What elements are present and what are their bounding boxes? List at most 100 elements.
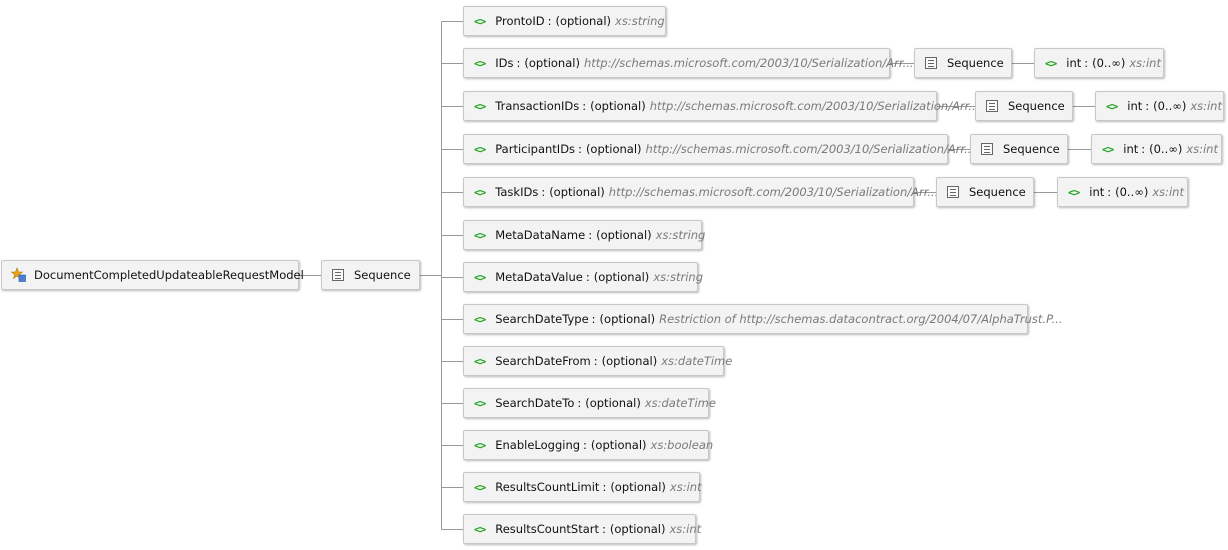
element-occurrence: (optional) — [524, 56, 580, 70]
root-type-name: DocumentCompletedUpdateableRequestModel — [34, 268, 304, 282]
element-type: http://schemas.microsoft.com/2003/10/Ser… — [583, 56, 914, 70]
element-occurrence: (optional) — [599, 312, 656, 326]
item-type: xs:int — [1186, 142, 1218, 156]
element-type: xs:int — [669, 480, 702, 494]
child-sequence-node[interactable]: Sequence — [936, 177, 1034, 207]
element-occurrence: (optional) — [585, 142, 642, 156]
element-icon: <> — [1106, 99, 1118, 113]
separator-colon: : — [1084, 56, 1089, 70]
child-item-node[interactable]: <>int:(0..∞)xs:int — [1057, 177, 1188, 207]
separator-colon: : — [578, 142, 582, 156]
element-icon: <> — [474, 228, 486, 242]
child-item-node[interactable]: <> int:(0..∞)xs:int — [1091, 134, 1222, 164]
element-name: SearchDateFrom — [495, 354, 591, 368]
element-occurrence: (optional) — [585, 396, 641, 410]
element-occurrence: (optional) — [549, 185, 605, 199]
element-icon: <> — [474, 480, 486, 494]
item-name: int — [1123, 142, 1139, 156]
element-type: xs:string — [653, 270, 703, 284]
separator-colon: : — [1145, 99, 1150, 113]
sequence-icon — [981, 143, 993, 155]
element-name: ResultsCountLimit — [495, 480, 600, 494]
item-occurrence: (0..∞) — [1149, 142, 1183, 156]
element-icon: <> — [474, 56, 486, 70]
element-icon: <> — [1102, 142, 1114, 156]
element-occurrence: (optional) — [596, 228, 652, 242]
element-icon: <> — [474, 270, 486, 284]
element-node-metadatavalue[interactable]: <>MetaDataValue:(optional)xs:string — [463, 262, 703, 292]
item-name: int — [1127, 99, 1143, 113]
complex-type-icon — [10, 267, 26, 282]
element-name: ResultsCountStart — [495, 522, 600, 536]
element-node-transactionids[interactable]: <>TransactionIDs:(optional)http://schema… — [463, 91, 979, 121]
element-occurrence: (optional) — [590, 438, 647, 452]
element-icon: <> — [474, 185, 486, 199]
root-type-node[interactable]: DocumentCompletedUpdateableRequestModel — [1, 260, 304, 290]
element-icon: <> — [474, 142, 486, 156]
element-node-resultscountstart[interactable]: <>ResultsCountStart:(optional)xs:int — [463, 514, 701, 544]
separator-colon: : — [583, 438, 587, 452]
element-node-searchdatefrom[interactable]: <>SearchDateFrom:(optional)xs:dateTime — [463, 346, 732, 376]
element-icon: <> — [1068, 185, 1080, 199]
element-icon: <> — [474, 312, 486, 326]
separator-colon: : — [602, 480, 607, 494]
sequence-label: Sequence — [969, 185, 1026, 199]
element-occurrence: (optional) — [555, 14, 612, 28]
item-type: xs:int — [1129, 56, 1161, 70]
element-node-searchdateto[interactable]: <>SearchDateTo:(optional)xs:dateTime — [463, 388, 716, 418]
element-type: http://schemas.microsoft.com/2003/10/Ser… — [649, 99, 980, 113]
element-occurrence: (optional) — [601, 354, 658, 368]
element-node-prontoid[interactable]: <>ProntoID:(optional)xs:string — [463, 6, 666, 36]
element-icon: <> — [474, 99, 486, 113]
element-icon: <> — [474, 438, 486, 452]
child-item-node[interactable]: <>int:(0..∞)xs:int — [1034, 48, 1164, 78]
element-name: IDs — [495, 56, 514, 70]
element-node-participantids[interactable]: <> ParticipantIDs:(optional)http://schema… — [463, 134, 975, 164]
separator-colon: : — [1141, 142, 1146, 156]
main-sequence-node[interactable]: Sequence — [321, 260, 420, 290]
separator-colon: : — [593, 354, 598, 368]
element-name: MetaDataName — [495, 228, 586, 242]
separator-colon: : — [602, 522, 606, 536]
element-name: ParticipantIDs — [495, 142, 576, 156]
item-type: xs:int — [1190, 99, 1222, 113]
element-name: SearchDateTo — [495, 396, 575, 410]
sequence-icon — [925, 57, 937, 69]
separator-colon: : — [541, 185, 546, 199]
element-node-resultscountlimit[interactable]: <> ResultsCountLimit:(optional)xs:int — [463, 472, 702, 502]
element-node-enablelogging[interactable]: <> EnableLogging:(optional)xs:boolean — [463, 430, 713, 460]
child-item-node[interactable]: <> int:(0..∞)xs:int — [1095, 91, 1224, 121]
sequence-label: Sequence — [1008, 99, 1065, 113]
element-type: xs:string — [615, 14, 665, 28]
sequence-icon — [332, 269, 344, 281]
element-type: http://schemas.microsoft.com/2003/10/Ser… — [645, 142, 976, 156]
element-node-searchdatetype[interactable]: <> SearchDateType:(optional)Restriction o… — [463, 304, 1062, 334]
child-sequence-node[interactable]: Sequence — [975, 91, 1073, 121]
element-icon: <> — [474, 14, 486, 28]
element-name: EnableLogging — [495, 438, 581, 452]
element-node-metadataname[interactable]: <>MetaDataName:(optional)xs:string — [463, 220, 705, 250]
element-type: xs:boolean — [650, 438, 714, 452]
separator-colon: : — [577, 396, 582, 410]
element-occurrence: (optional) — [610, 480, 666, 494]
sequence-label: Sequence — [1003, 142, 1060, 156]
child-sequence-node[interactable]: Sequence — [970, 134, 1068, 164]
element-type: xs:dateTime — [644, 396, 716, 410]
element-type: xs:dateTime — [661, 354, 733, 368]
item-occurrence: (0..∞) — [1092, 56, 1126, 70]
item-occurrence: (0..∞) — [1115, 185, 1149, 199]
element-name: TransactionIDs — [495, 99, 580, 113]
element-icon: <> — [1045, 56, 1057, 70]
element-name: ProntoID — [495, 14, 545, 28]
separator-colon: : — [591, 312, 596, 326]
element-node-ids[interactable]: <>IDs:(optional)http://schemas.microsoft… — [463, 48, 914, 78]
separator-colon: : — [582, 99, 587, 113]
element-node-taskids[interactable]: <>TaskIDs:(optional)http://schemas.micro… — [463, 177, 938, 207]
element-type: Restriction of http://schemas.datacontra… — [659, 312, 1063, 326]
child-sequence-node[interactable]: Sequence — [914, 48, 1012, 78]
element-name: SearchDateType — [495, 312, 589, 326]
separator-colon: : — [588, 228, 593, 242]
item-occurrence: (0..∞) — [1153, 99, 1187, 113]
element-name: TaskIDs — [495, 185, 539, 199]
